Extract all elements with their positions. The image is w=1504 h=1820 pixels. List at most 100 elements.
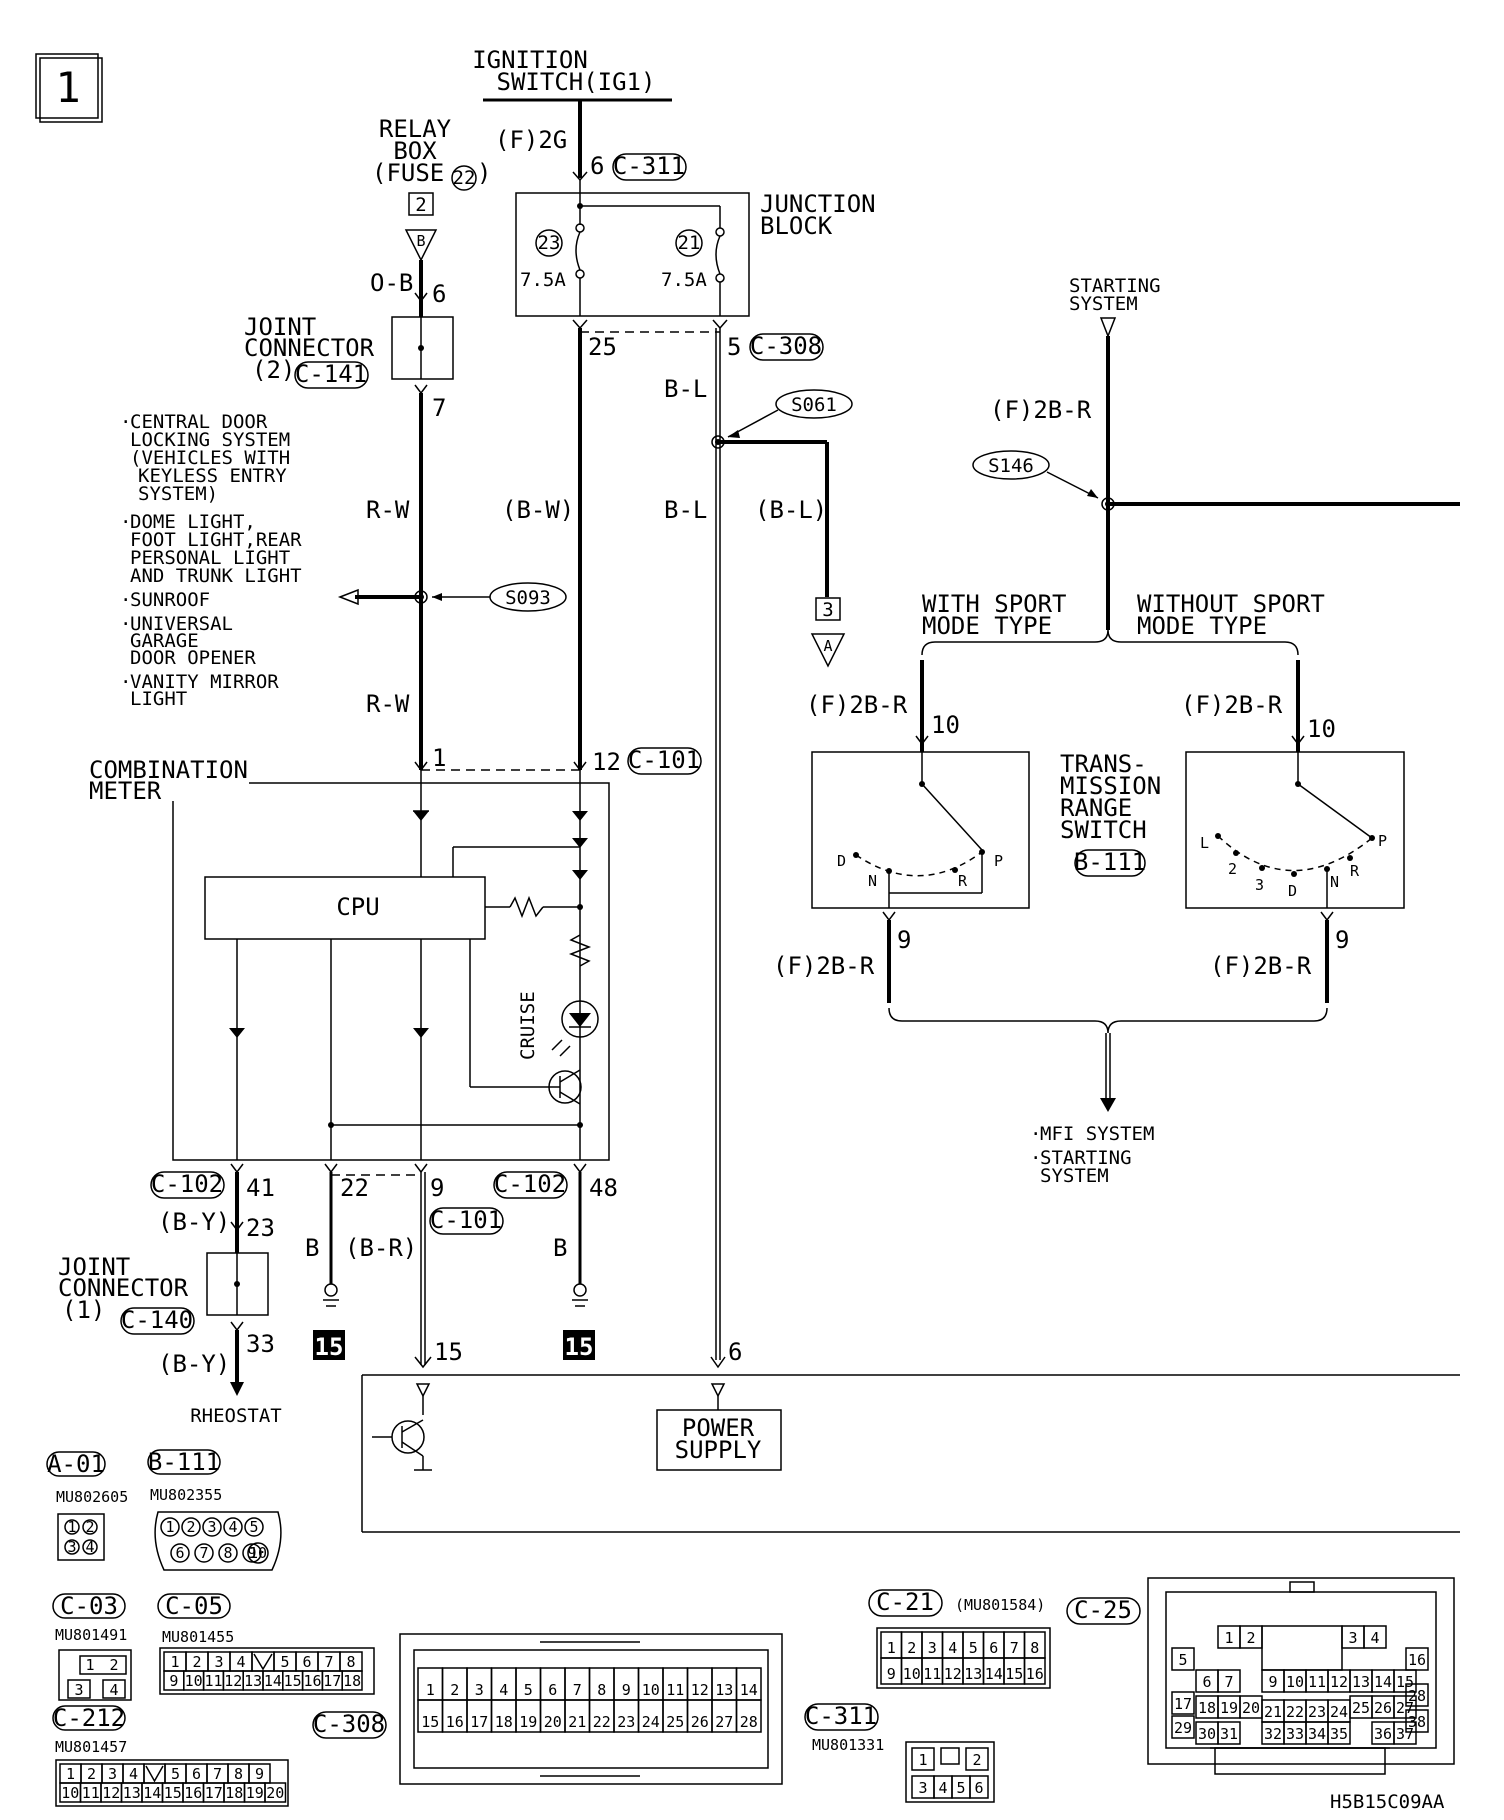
svg-text:A: A bbox=[823, 637, 832, 655]
svg-text:13: 13 bbox=[1352, 1673, 1370, 1691]
svg-text:28: 28 bbox=[1408, 1687, 1426, 1705]
svg-text:6: 6 bbox=[175, 1544, 184, 1562]
svg-text:8: 8 bbox=[234, 1765, 243, 1783]
svg-text:21: 21 bbox=[678, 232, 701, 254]
pin-label: 22 bbox=[593, 1713, 611, 1731]
connector-tag-c141: C-141 bbox=[294, 360, 369, 389]
svg-text:26: 26 bbox=[1374, 1699, 1392, 1717]
svg-text:6: 6 bbox=[1202, 1673, 1211, 1691]
pin-label: 16 bbox=[1026, 1665, 1044, 1683]
svg-text:C-141: C-141 bbox=[295, 360, 367, 388]
svg-text:23: 23 bbox=[538, 232, 561, 254]
svg-text:5: 5 bbox=[956, 1779, 965, 1797]
with-sport-label-2: MODE TYPE bbox=[922, 612, 1052, 640]
ecu-transistor-icon bbox=[391, 1420, 425, 1454]
svg-text:C-102: C-102 bbox=[151, 1170, 223, 1198]
svg-text:·: · bbox=[120, 511, 131, 533]
svg-text:6: 6 bbox=[302, 1653, 311, 1671]
svg-text:LIGHT: LIGHT bbox=[130, 688, 187, 710]
pin-9a: 9 bbox=[897, 926, 911, 954]
svg-text:POWER: POWER bbox=[682, 1414, 755, 1442]
svg-text:FOOT LIGHT,REAR: FOOT LIGHT,REAR bbox=[130, 529, 302, 551]
svg-text:9: 9 bbox=[169, 1672, 178, 1690]
svg-text:21: 21 bbox=[1264, 1703, 1282, 1721]
pin-label: 16 bbox=[446, 1713, 464, 1731]
svg-text:MISSION: MISSION bbox=[1060, 772, 1161, 800]
cruise-label: CRUISE bbox=[517, 991, 539, 1060]
pin-label: 5 bbox=[524, 1681, 533, 1699]
svg-text:KEYLESS ENTRY: KEYLESS ENTRY bbox=[138, 465, 287, 487]
svg-text:1: 1 bbox=[67, 1518, 76, 1536]
pin-6a: 6 bbox=[590, 152, 604, 180]
svg-text:10: 10 bbox=[249, 1544, 267, 1562]
junction-block: 23 7.5A 21 7.5A JUNCTION BLOCK bbox=[515, 180, 876, 317]
pin-label: 8 bbox=[597, 1681, 606, 1699]
connector-tag-c140: C-140 bbox=[120, 1306, 195, 1335]
pin-label: 10 bbox=[903, 1665, 921, 1683]
svg-text:37: 37 bbox=[1396, 1725, 1414, 1743]
svg-text:7: 7 bbox=[324, 1653, 333, 1671]
pin-label: 2 bbox=[907, 1639, 916, 1657]
svg-text:P: P bbox=[1378, 832, 1387, 850]
splice-tag-s146: S146 bbox=[972, 450, 1099, 499]
ground-1-label: 15 bbox=[315, 1333, 344, 1361]
pin-12: 12 bbox=[592, 748, 621, 776]
ignition-label-1: IGNITION bbox=[472, 46, 588, 74]
svg-text:25: 25 bbox=[1352, 1699, 1370, 1717]
svg-text:20: 20 bbox=[266, 1784, 284, 1802]
svg-text:20: 20 bbox=[1242, 1699, 1260, 1717]
svg-text:2: 2 bbox=[1246, 1629, 1255, 1647]
pin-6b: 6 bbox=[432, 280, 446, 308]
svg-text:7: 7 bbox=[213, 1765, 222, 1783]
svg-text:35: 35 bbox=[1330, 1725, 1348, 1743]
mfi-starting-list: · MFI SYSTEM · STARTING SYSTEM bbox=[1030, 1123, 1154, 1187]
connector-tag-c101a: C-101 bbox=[627, 746, 702, 775]
svg-text:SYSTEM: SYSTEM bbox=[1040, 1165, 1109, 1187]
svg-text:12: 12 bbox=[1330, 1673, 1348, 1691]
wire-label-bw: (B-W) bbox=[502, 496, 574, 524]
svg-text:): ) bbox=[477, 159, 491, 187]
svg-text:18: 18 bbox=[343, 1672, 361, 1690]
svg-text:30: 30 bbox=[1198, 1725, 1216, 1743]
legend-a01: A-01 MU802605 1 2 3 4 bbox=[46, 1450, 128, 1561]
svg-text:3: 3 bbox=[1255, 876, 1264, 894]
svg-text:S093: S093 bbox=[505, 587, 551, 609]
svg-text:9: 9 bbox=[247, 1544, 256, 1562]
svg-text:10: 10 bbox=[1286, 1673, 1304, 1691]
pin-label: 4 bbox=[499, 1681, 508, 1699]
svg-text:MU801491: MU801491 bbox=[55, 1626, 127, 1644]
starting-system-label-1: STARTING bbox=[1069, 275, 1161, 297]
svg-text:MU802605: MU802605 bbox=[56, 1488, 128, 1506]
svg-text:17: 17 bbox=[323, 1672, 341, 1690]
fuse-21-icon bbox=[675, 229, 703, 257]
wire-label-f2br-l1: (F)2B-R bbox=[806, 691, 908, 719]
svg-text:·: · bbox=[120, 613, 131, 635]
svg-text:1: 1 bbox=[1224, 1629, 1233, 1647]
svg-text:A-01: A-01 bbox=[47, 1450, 105, 1478]
svg-text:19: 19 bbox=[246, 1784, 264, 1802]
svg-text:C-311: C-311 bbox=[613, 152, 685, 180]
pin-label: 13 bbox=[964, 1665, 982, 1683]
connector-tag-c102a: C-102 bbox=[150, 1170, 225, 1199]
mfi-arrow-icon bbox=[1100, 1098, 1116, 1112]
svg-text:TRANS-: TRANS- bbox=[1060, 750, 1147, 778]
pin-label: 7 bbox=[1010, 1639, 1019, 1657]
svg-text:4: 4 bbox=[85, 1538, 94, 1556]
connector-tag-c102b: C-102 bbox=[493, 1170, 568, 1199]
relay-box: RELAY BOX (FUSE 22 ) 2 B bbox=[372, 115, 491, 262]
svg-text:S061: S061 bbox=[791, 394, 837, 416]
no-sport-range-switch: L 2 3 D N R P bbox=[1185, 751, 1405, 909]
svg-text:·: · bbox=[1030, 1147, 1041, 1169]
svg-text:RANGE: RANGE bbox=[1060, 794, 1132, 822]
svg-text:6: 6 bbox=[974, 1779, 983, 1797]
wire-label-by2: (B-Y) bbox=[158, 1350, 230, 1378]
svg-text:L: L bbox=[1200, 834, 1209, 852]
svg-text:3: 3 bbox=[74, 1681, 83, 1699]
pin-15: 15 bbox=[434, 1338, 463, 1366]
svg-text:22: 22 bbox=[453, 167, 476, 189]
svg-text:5: 5 bbox=[249, 1518, 258, 1536]
pin-label: 19 bbox=[519, 1713, 537, 1731]
svg-text:GARAGE: GARAGE bbox=[130, 630, 199, 652]
